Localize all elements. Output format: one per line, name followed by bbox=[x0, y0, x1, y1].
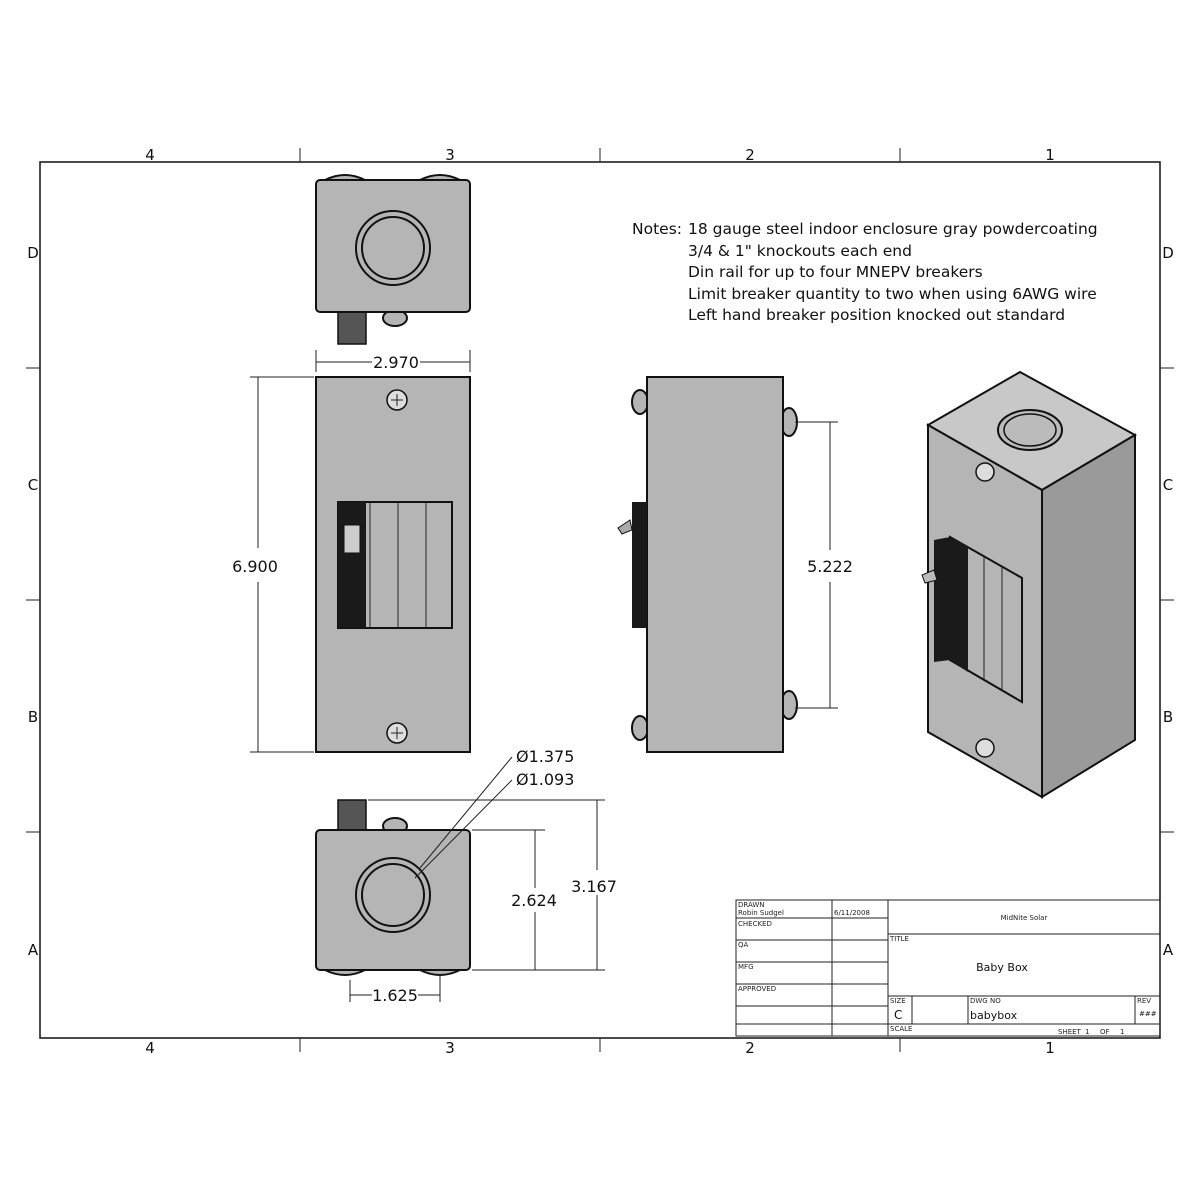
svg-text:5.222: 5.222 bbox=[807, 557, 853, 576]
svg-text:18 gauge steel indoor enclosur: 18 gauge steel indoor enclosure gray pow… bbox=[688, 220, 1098, 238]
top-view bbox=[315, 174, 471, 345]
breaker bbox=[338, 502, 366, 628]
svg-text:SCALE: SCALE bbox=[890, 1025, 912, 1033]
screw-icon bbox=[975, 738, 995, 758]
zone-row-left: A bbox=[28, 941, 39, 959]
svg-text:SHEET: SHEET bbox=[1058, 1028, 1082, 1036]
svg-text:babybox: babybox bbox=[970, 1009, 1018, 1022]
svg-text:6/11/2008: 6/11/2008 bbox=[834, 909, 870, 917]
svg-text:APPROVED: APPROVED bbox=[738, 985, 776, 993]
svg-text:6.900: 6.900 bbox=[232, 557, 278, 576]
svg-text:Left hand breaker position kno: Left hand breaker position knocked out s… bbox=[688, 306, 1065, 324]
svg-text:3/4 & 1" knockouts each end: 3/4 & 1" knockouts each end bbox=[688, 242, 912, 260]
screw-icon bbox=[386, 389, 408, 411]
svg-text:SIZE: SIZE bbox=[890, 997, 906, 1005]
bottom-view bbox=[315, 799, 471, 976]
svg-text:Baby Box: Baby Box bbox=[976, 961, 1028, 974]
svg-text:MFG: MFG bbox=[738, 963, 754, 971]
isometric-view bbox=[921, 370, 1138, 799]
side-view bbox=[617, 376, 798, 753]
dimension-knockout: Ø1.375 Ø1.093 bbox=[414, 747, 574, 879]
svg-text:C: C bbox=[894, 1008, 902, 1022]
zone-col-bottom: 4 bbox=[145, 1039, 155, 1057]
svg-text:1: 1 bbox=[1085, 1028, 1089, 1036]
zone-row-right: B bbox=[1163, 708, 1173, 726]
knockout-outer bbox=[355, 210, 431, 286]
zone-col-top: 4 bbox=[145, 146, 155, 164]
zone-row-right: C bbox=[1163, 476, 1173, 494]
dimension-depth: 2.624 3.167 bbox=[368, 799, 617, 971]
zone-col-top: 2 bbox=[745, 146, 755, 164]
zone-row-left: D bbox=[27, 244, 39, 262]
zone-col-top: 1 bbox=[1045, 146, 1055, 164]
svg-text:1.625: 1.625 bbox=[372, 986, 418, 1005]
dimension-height: 6.900 bbox=[232, 376, 314, 753]
dimension-width: 2.970 bbox=[315, 350, 471, 372]
svg-text:REV: REV bbox=[1137, 997, 1151, 1005]
svg-text:Limit breaker quantity to two: Limit breaker quantity to two when using… bbox=[688, 285, 1097, 303]
svg-text:QA: QA bbox=[738, 941, 749, 949]
zone-row-left: C bbox=[28, 476, 38, 494]
zone-col-bottom: 1 bbox=[1045, 1039, 1055, 1057]
knockout-inner bbox=[361, 216, 425, 280]
svg-text:CHECKED: CHECKED bbox=[738, 920, 772, 928]
svg-text:###: ### bbox=[1139, 1010, 1157, 1018]
screw-icon bbox=[975, 462, 995, 482]
svg-text:Notes:: Notes: bbox=[632, 220, 682, 238]
svg-text:DWG NO: DWG NO bbox=[970, 997, 1001, 1005]
zone-markers: 4 3 2 1 4 3 2 1 D C B A D C B A bbox=[26, 146, 1174, 1057]
notes: Notes: 18 gauge steel indoor enclosure g… bbox=[632, 220, 1098, 324]
svg-text:Din rail for up to four MNEPV: Din rail for up to four MNEPV breakers bbox=[688, 263, 983, 281]
zone-row-left: B bbox=[28, 708, 38, 726]
svg-text:3.167: 3.167 bbox=[571, 877, 617, 896]
front-view bbox=[315, 376, 471, 753]
svg-text:Ø1.093: Ø1.093 bbox=[516, 770, 574, 789]
svg-text:OF: OF bbox=[1100, 1028, 1110, 1036]
svg-text:Ø1.375: Ø1.375 bbox=[516, 747, 574, 766]
zone-col-top: 3 bbox=[445, 146, 455, 164]
zone-row-right: D bbox=[1162, 244, 1174, 262]
svg-text:MidNite Solar: MidNite Solar bbox=[1001, 914, 1048, 922]
zone-col-bottom: 2 bbox=[745, 1039, 755, 1057]
svg-text:2.970: 2.970 bbox=[373, 353, 419, 372]
breaker-toggle bbox=[343, 524, 361, 554]
screw-icon bbox=[386, 722, 408, 744]
zone-col-bottom: 3 bbox=[445, 1039, 455, 1057]
title-block: DRAWN Robin Sudgel 6/11/2008 CHECKED QA … bbox=[735, 899, 1161, 1037]
svg-text:DRAWN: DRAWN bbox=[738, 901, 765, 909]
svg-text:Robin Sudgel: Robin Sudgel bbox=[738, 909, 784, 917]
dimension-knockout-offset: 1.625 bbox=[349, 975, 441, 1005]
svg-text:2.624: 2.624 bbox=[511, 891, 557, 910]
dimension-side: 5.222 bbox=[795, 421, 853, 709]
svg-text:1: 1 bbox=[1120, 1028, 1124, 1036]
svg-text:TITLE: TITLE bbox=[889, 935, 909, 943]
zone-row-right: A bbox=[1163, 941, 1174, 959]
